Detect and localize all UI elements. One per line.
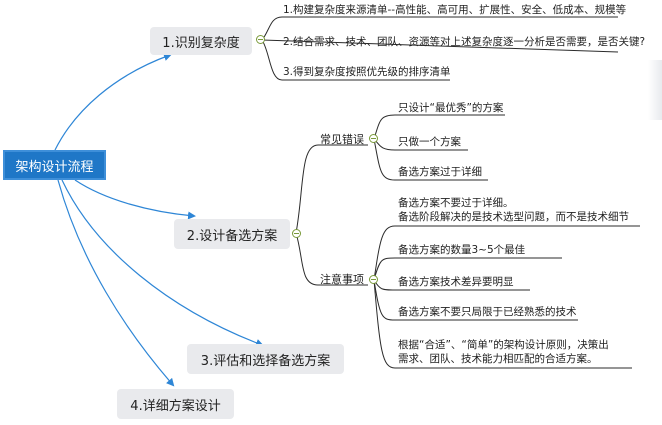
step-2-branches: [295, 114, 640, 369]
scroll-edge-shadow: [648, 60, 662, 120]
group-common-mistakes[interactable]: 常见错误: [320, 133, 364, 146]
consideration-item-5: 根据“合适”、“简单”的架构设计原则，决策出 需求、团队、技术能力相匹配的合适方…: [398, 339, 609, 365]
consideration-item-3: 备选方案技术差异要明显: [398, 276, 514, 288]
mistake-item-3: 备选方案过于详细: [398, 166, 482, 178]
arrow-to-step-1: [54, 53, 172, 151]
consideration-item-4: 备选方案不要只局限于已经熟悉的技术: [398, 306, 577, 318]
consideration-item-1: 备选方案不要过于详细。 备选阶段解决的是技术选型问题，而不是技术细节: [398, 197, 629, 223]
consideration-item-2: 备选方案的数量3~5个最佳: [398, 244, 526, 256]
topic-design-alternatives[interactable]: 2.设计备选方案: [174, 219, 290, 249]
arrow-to-step-2: [74, 179, 196, 220]
arrow-to-step-4: [57, 179, 175, 387]
collapse-toggle-mistakes[interactable]: [369, 134, 378, 143]
step-1-item-1: 1.构建复杂度来源清单--高性能、高可用、扩展性、安全、低成本、规模等: [283, 4, 627, 16]
group-considerations[interactable]: 注意事项: [320, 273, 364, 286]
step-1-item-2: 2.结合需求、技术、团队、资源等对上述复杂度逐一分析是否需要，是否关键?: [283, 36, 646, 48]
collapse-toggle-step-1[interactable]: [256, 35, 265, 44]
arrow-to-step-3: [61, 179, 264, 347]
step-1-item-3: 3.得到复杂度按照优先级的排序清单: [283, 66, 451, 78]
topic-identify-complexity[interactable]: 1.识别复杂度: [150, 27, 252, 55]
mistake-item-2: 只做一个方案: [398, 136, 461, 148]
collapse-toggle-considerations[interactable]: [369, 275, 378, 284]
topic-detailed-design[interactable]: 4.详细方案设计: [117, 389, 234, 419]
topic-evaluate-select[interactable]: 3.评估和选择备选方案: [187, 344, 344, 374]
collapse-toggle-step-2[interactable]: [292, 229, 301, 238]
mistake-item-1: 只设计“最优秀”的方案: [398, 102, 504, 114]
root-node[interactable]: 架构设计流程: [3, 150, 106, 180]
